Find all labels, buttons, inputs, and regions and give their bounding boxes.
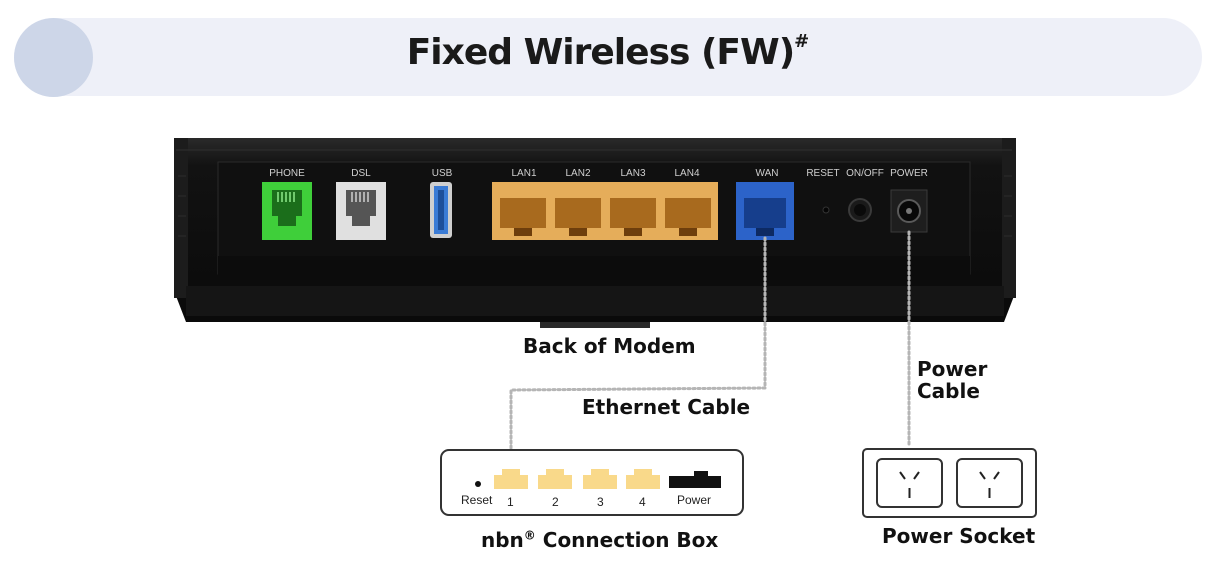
title-text: Fixed Wireless (FW) — [406, 32, 795, 73]
wan-port — [736, 182, 794, 240]
port-label-wan: WAN — [755, 168, 779, 179]
lan-ports — [492, 182, 718, 240]
connection-box-ports — [475, 469, 721, 489]
usb-port — [430, 182, 452, 238]
port-label-usb: USB — [431, 168, 453, 179]
cbox-label-power: Power — [677, 493, 712, 507]
nbn-brand-text: nbn — [481, 528, 524, 552]
connection-box-text: Connection Box — [535, 528, 719, 552]
port-label-lan3: LAN3 — [620, 168, 646, 179]
power-socket-label: Power Socket — [882, 524, 1036, 548]
outlet-left — [876, 458, 943, 508]
phone-port — [262, 182, 312, 240]
port-label-reset: RESET — [806, 168, 840, 179]
modem-back-panel — [174, 138, 1016, 328]
cbox-label-2: 2 — [552, 495, 559, 509]
power-cable-label-line1: Power — [917, 357, 988, 381]
ethernet-cable-line — [509, 236, 767, 468]
ethernet-cable-label: Ethernet Cable — [582, 395, 751, 419]
cbox-label-3: 3 — [597, 495, 604, 509]
outlet-right — [956, 458, 1023, 508]
port-label-dsl: DSL — [351, 168, 371, 179]
outlet-pins-icon — [979, 471, 1000, 498]
dsl-port — [336, 182, 386, 240]
page-title: Fixed Wireless (FW)# — [0, 31, 1215, 73]
port-label-lan2: LAN2 — [565, 168, 591, 179]
connection-box-label: nbn® Connection Box — [481, 528, 718, 552]
port-label-lan4: LAN4 — [674, 168, 700, 179]
cbox-label-4: 4 — [639, 495, 646, 509]
outlet-pins-icon — [899, 471, 920, 498]
port-label-onoff: ON/OFF — [846, 168, 884, 179]
power-cable-label: Power Cable — [917, 358, 987, 402]
registered-mark: ® — [523, 528, 536, 543]
port-label-lan1: LAN1 — [511, 168, 537, 179]
power-socket — [862, 448, 1037, 518]
port-label-power: POWER — [890, 168, 928, 179]
cbox-label-reset: Reset — [461, 493, 493, 507]
title-banner — [14, 18, 1202, 96]
power-cable-label-line2: Cable — [917, 379, 980, 403]
cbox-label-1: 1 — [507, 495, 514, 509]
modem-label: Back of Modem — [523, 334, 696, 358]
nbn-connection-box: Reset 1 2 3 4 Power — [440, 449, 744, 516]
port-label-phone: PHONE — [269, 168, 305, 179]
banner-circle-decoration — [14, 18, 93, 97]
title-superscript: # — [794, 31, 809, 52]
